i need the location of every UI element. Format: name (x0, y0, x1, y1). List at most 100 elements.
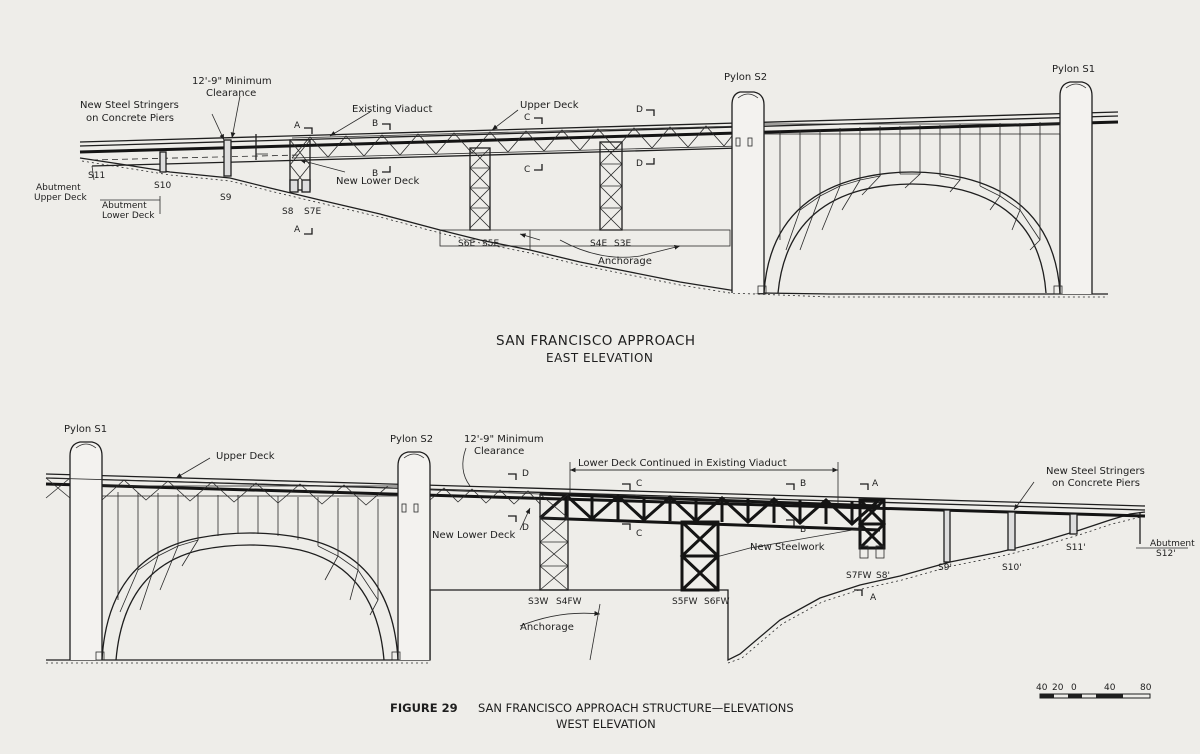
pier-s10-label: S10' (1002, 563, 1022, 573)
scale-tick-2: 0 (1071, 683, 1077, 693)
east-pylon-s2-label: Pylon S2 (724, 72, 767, 83)
pier-s3w-label: S3W (528, 597, 548, 607)
pier-s8-label: S8' (876, 571, 890, 581)
east-leaders (91, 95, 681, 258)
west-concrete-piers (943, 509, 1141, 563)
east-concrete-piers (159, 134, 257, 177)
east-upper-deck-rail (79, 120, 1119, 154)
west-pylon-s1-label: Pylon S1 (64, 424, 107, 435)
pier-s5e-label: S5E (482, 239, 499, 249)
scale-tick-4: 80 (1140, 683, 1152, 693)
figure-number: FIGURE 29 (390, 701, 458, 715)
west-pylon-s2 (397, 451, 431, 660)
west-new-steelwork-label: New Steelwork (750, 542, 825, 553)
west-section-a-bottom: A (870, 593, 877, 603)
east-upper-deck-bottom (79, 115, 1119, 147)
west-anchorage-label: Anchorage (520, 622, 574, 633)
west-lower-continued-label: Lower Deck Continued in Existing Viaduct (578, 458, 787, 469)
east-anchorage-block (439, 229, 731, 247)
pier-s6fw-label: S6FW (704, 597, 730, 607)
west-tower-s7fw-s8 (857, 498, 887, 559)
scale-tick-3: 40 (1104, 683, 1116, 693)
west-stringers-label: New Steel Stringers (1046, 466, 1145, 477)
pier-s7e-label: S7E (304, 207, 321, 217)
pier-s3e-label: S3E (614, 239, 631, 249)
west-section-d-top: D (522, 469, 529, 479)
west-upper-deck-label: Upper Deck (216, 451, 275, 462)
east-pylon-s2 (731, 91, 765, 293)
east-tower-s8-s7e (289, 139, 311, 193)
east-section-d-bottom: D (636, 159, 643, 169)
scale-tick-0: 40 (1036, 683, 1048, 693)
west-section-c-top: C (636, 479, 642, 489)
east-tower-s6e-s5e (469, 147, 491, 231)
east-viaduct-truss (291, 125, 741, 159)
east-new-lower-deck-label: New Lower Deck (336, 176, 419, 187)
east-ground-hatch (81, 160, 1108, 298)
west-section-b-top: B (800, 479, 806, 489)
east-section-d-top: D (636, 105, 643, 115)
east-upper-deck-top (79, 111, 1119, 143)
east-pylon-s1 (1059, 81, 1093, 294)
west-section-d-bottom: D (522, 523, 529, 533)
west-elevation: Pylon S1 Pylon S2 Upper Deck 12'-9" Mini… (45, 424, 1195, 664)
scale-tick-1: 20 (1052, 683, 1064, 693)
figure-subcaption: WEST ELEVATION (556, 717, 656, 731)
pier-s7fw-label: S7FW (846, 571, 872, 581)
west-section-b-bottom: B (800, 525, 806, 535)
pier-s9-label: S9 (220, 193, 232, 203)
west-lower-truss (429, 487, 881, 532)
west-section-a-top: A (872, 479, 879, 489)
east-upper-deck-label: Upper Deck (520, 100, 579, 111)
east-section-b-bottom: B (372, 169, 378, 179)
east-subtitle: EAST ELEVATION (546, 351, 653, 365)
east-abutment-upper-label: Abutment (36, 183, 81, 193)
east-section-a-bottom: A (294, 225, 301, 235)
east-abutment-lower-label-2: Lower Deck (102, 211, 155, 221)
west-ground-hatch (46, 515, 1146, 664)
west-pylon-s2-label: Pylon S2 (390, 434, 433, 445)
pier-s4fw-label: S4FW (556, 597, 582, 607)
pier-s9-label: S9' (938, 563, 952, 573)
west-leaders (175, 447, 1188, 661)
east-lower-deck (91, 147, 741, 167)
east-section-b-top: B (372, 119, 378, 129)
east-clearance-label-2: Clearance (206, 88, 256, 99)
east-stringers-label-2: on Concrete Piers (86, 113, 174, 124)
west-new-lower-deck-label: New Lower Deck (432, 530, 515, 541)
west-arch (95, 485, 401, 661)
west-ground-line (46, 511, 1146, 662)
west-upper-deck-rail (45, 482, 1146, 518)
east-section-a-top: A (294, 121, 301, 131)
east-tower-s4e-s3e (599, 141, 623, 231)
west-section-marks (508, 473, 869, 596)
west-tower-s3w-s4fw (539, 493, 569, 591)
west-clearance-label: 12'-9" Minimum (464, 434, 544, 445)
east-section-c-top: C (524, 113, 530, 123)
east-abutment-upper-label-2: Upper Deck (34, 193, 88, 203)
west-tower-s5fw-s6fw (679, 520, 721, 592)
pier-s10-label: S10 (154, 181, 171, 191)
east-anchorage-label: Anchorage (598, 256, 652, 267)
pier-s8-label: S8 (282, 207, 294, 217)
west-upper-truss (45, 477, 399, 506)
scale-bar: 40 20 0 40 80 (1036, 683, 1152, 699)
west-clearance-label-2: Clearance (474, 446, 524, 457)
east-stringers-label: New Steel Stringers (80, 100, 179, 111)
pier-s11-label: S11' (1066, 543, 1086, 553)
pier-s11-label: S11 (88, 171, 105, 181)
east-abutment-lower-label: Abutment (102, 201, 147, 211)
east-lower-deck-dash (91, 154, 301, 161)
east-clearance-label: 12'-9" Minimum (192, 76, 272, 87)
pier-s5fw-label: S5FW (672, 597, 698, 607)
pier-s4e-label: S4E (590, 239, 607, 249)
west-s12-label: S12' (1156, 549, 1176, 559)
figure-caption: SAN FRANCISCO APPROACH STRUCTURE—ELEVATI… (478, 701, 794, 715)
east-title: SAN FRANCISCO APPROACH (496, 333, 696, 349)
west-abutment-label: Abutment (1150, 539, 1195, 549)
west-section-c-bottom: C (636, 529, 642, 539)
east-arch (757, 122, 1063, 295)
east-elevation: Pylon S2 Pylon S1 12'-9" Minimum Clearan… (34, 64, 1119, 365)
west-stringers-label-2: on Concrete Piers (1052, 478, 1140, 489)
